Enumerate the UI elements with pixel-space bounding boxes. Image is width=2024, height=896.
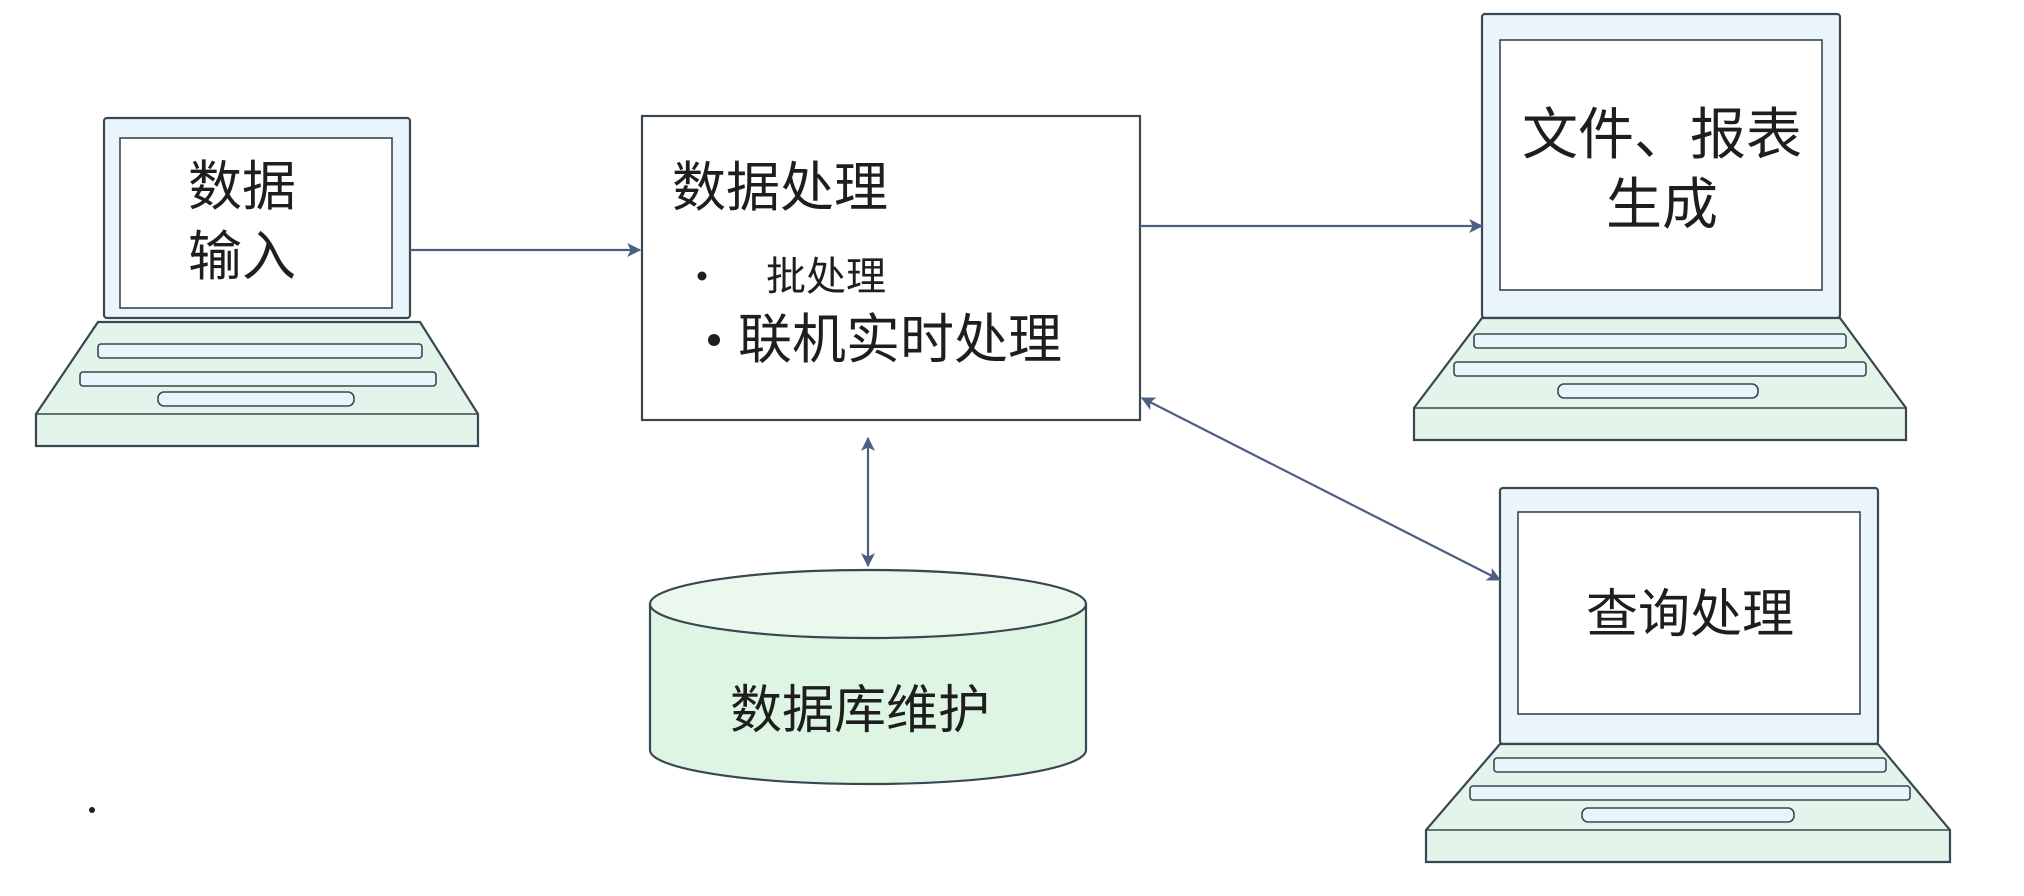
laptop-label-line-1: 查询处理 [1586,585,1794,645]
laptop-trackpad [1581,807,1795,823]
laptop-label-line-1: 文件、报表 [1522,103,1802,168]
laptop-key-row [79,371,437,387]
laptop-screen-display [1517,511,1861,715]
processing-item-realtime: 联机实时处理 [738,308,1062,371]
laptop-trackpad [157,391,355,407]
laptop-report-generation: 文件、报表 生成 [1412,12,1908,442]
bullet-dot [697,271,707,281]
processing-item-batch: 批处理 [766,254,886,300]
laptop-query-processing: 查询处理 [1424,486,1952,864]
laptop-key-row [1469,785,1911,801]
bullet-dot [708,334,720,346]
laptop-label-line-2: 输入 [188,225,296,288]
data-processing-box: 数据处理 批处理 联机实时处理 [640,114,1142,422]
laptop-screen-display [1499,39,1823,291]
database-label: 数据库维护 [730,681,990,741]
laptop-key-row [1493,757,1887,773]
laptop-data-input: 数据 输入 [34,116,480,448]
processing-box-title: 数据处理 [672,156,888,219]
database-cylinder: 数据库维护 [648,568,1088,786]
laptop-key-row [97,343,423,359]
arrow-processing-query [1140,397,1502,581]
laptop-key-row [1473,333,1847,349]
stray-dot [89,807,95,813]
laptop-label-line-1: 数据 [188,155,296,218]
laptop-label-line-2: 生成 [1606,173,1718,238]
laptop-trackpad [1557,383,1759,399]
processing-box-frame [640,114,1142,422]
database-body [648,602,1088,786]
laptop-key-row [1453,361,1867,377]
database-top [648,568,1088,640]
laptop-screen-display [119,137,393,309]
